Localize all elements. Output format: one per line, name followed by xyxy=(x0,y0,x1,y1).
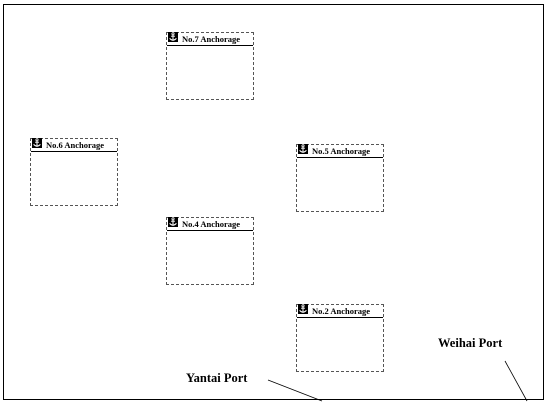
anchorage-header: No.5 Anchorage xyxy=(297,144,383,158)
leader-line-yantai xyxy=(267,379,323,402)
anchor-icon xyxy=(298,304,308,314)
port-label-yantai: Yantai Port xyxy=(186,371,248,385)
anchorage-no7[interactable]: No.7 Anchorage xyxy=(166,32,254,100)
anchorage-label: No.6 Anchorage xyxy=(46,140,105,150)
leader-line-weihai xyxy=(504,360,528,402)
anchor-icon xyxy=(168,32,178,42)
anchor-icon xyxy=(298,144,308,154)
anchorage-no2[interactable]: No.2 Anchorage xyxy=(296,304,384,372)
anchorage-label: No.7 Anchorage xyxy=(182,34,241,44)
anchorage-label: No.2 Anchorage xyxy=(312,306,371,316)
anchorage-no5[interactable]: No.5 Anchorage xyxy=(296,144,384,212)
port-label-weihai: Weihai Port xyxy=(438,336,503,350)
anchorage-no6[interactable]: No.6 Anchorage xyxy=(30,138,118,206)
anchorage-header: No.4 Anchorage xyxy=(167,217,253,231)
anchor-icon xyxy=(168,217,178,227)
anchorage-no4[interactable]: No.4 Anchorage xyxy=(166,217,254,285)
anchorage-header: No.6 Anchorage xyxy=(31,138,117,152)
anchorage-label: No.4 Anchorage xyxy=(182,219,241,229)
anchorage-header: No.2 Anchorage xyxy=(297,304,383,318)
anchorage-label: No.5 Anchorage xyxy=(312,146,371,156)
map-frame xyxy=(3,4,544,400)
anchor-icon xyxy=(32,138,42,148)
anchorage-header: No.7 Anchorage xyxy=(167,32,253,46)
